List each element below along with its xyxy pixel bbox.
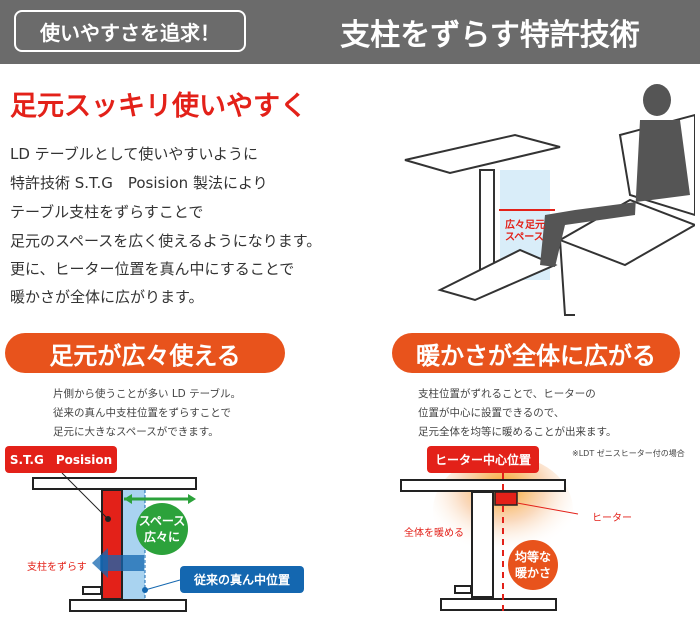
right-desc: 位置が中心に設置できるので、 bbox=[418, 407, 565, 419]
table-chair-illustration bbox=[404, 84, 695, 316]
space-circle: スペース 広々に bbox=[136, 503, 188, 555]
left-desc: 足元に大きなスペースができます。 bbox=[53, 426, 219, 438]
header-title: 支柱をずらす特許技術 bbox=[340, 18, 640, 53]
intro-line: 暖かさが全体に広がります。 bbox=[10, 288, 204, 306]
warm-label: 全体を暖める bbox=[404, 528, 464, 539]
right-diagram bbox=[400, 455, 579, 612]
right-desc: 支柱位置がずれることで、ヒーターの bbox=[418, 388, 596, 400]
intro-line: LD テーブルとして使いやすいように bbox=[10, 145, 259, 163]
even-warmth-circle: 均等な 暖かさ bbox=[508, 540, 558, 590]
shift-label: 支柱をずらす bbox=[27, 562, 87, 573]
heater-label: ヒーター bbox=[592, 513, 632, 524]
space-label: 広々足元 スペース bbox=[505, 220, 545, 243]
left-desc: 片側から使うことが多い LD テーブル。 bbox=[53, 388, 241, 400]
heater-note: ※LDT ゼニスヒーター付の場合 bbox=[572, 449, 685, 458]
heater-center-label: ヒーター中心位置 bbox=[427, 446, 539, 473]
intro-line: 特許技術 S.T.G Posision 製法により bbox=[10, 174, 268, 192]
intro-line: 足元のスペースを広く使えるようになります。 bbox=[10, 232, 322, 250]
section-title: 足元スッキリ使いやすく bbox=[10, 91, 307, 122]
left-diagram bbox=[32, 472, 197, 612]
right-desc: 足元全体を均等に暖めることが出来ます。 bbox=[418, 426, 617, 438]
intro-line: テーブル支柱をずらすことで bbox=[10, 203, 204, 221]
pill-foot-space: 足元が広々使える bbox=[5, 333, 285, 373]
pill-warmth: 暖かさが全体に広がる bbox=[392, 333, 680, 373]
intro-line: 更に、ヒーター位置を真ん中にすることで bbox=[10, 260, 295, 278]
header-tag: 使いやすさを追求！ bbox=[14, 10, 246, 52]
center-position-label: 従来の真ん中位置 bbox=[180, 566, 304, 593]
stg-label: S.T.G Posision bbox=[5, 446, 117, 473]
left-desc: 従来の真ん中支柱位置をずらすことで bbox=[53, 407, 231, 419]
